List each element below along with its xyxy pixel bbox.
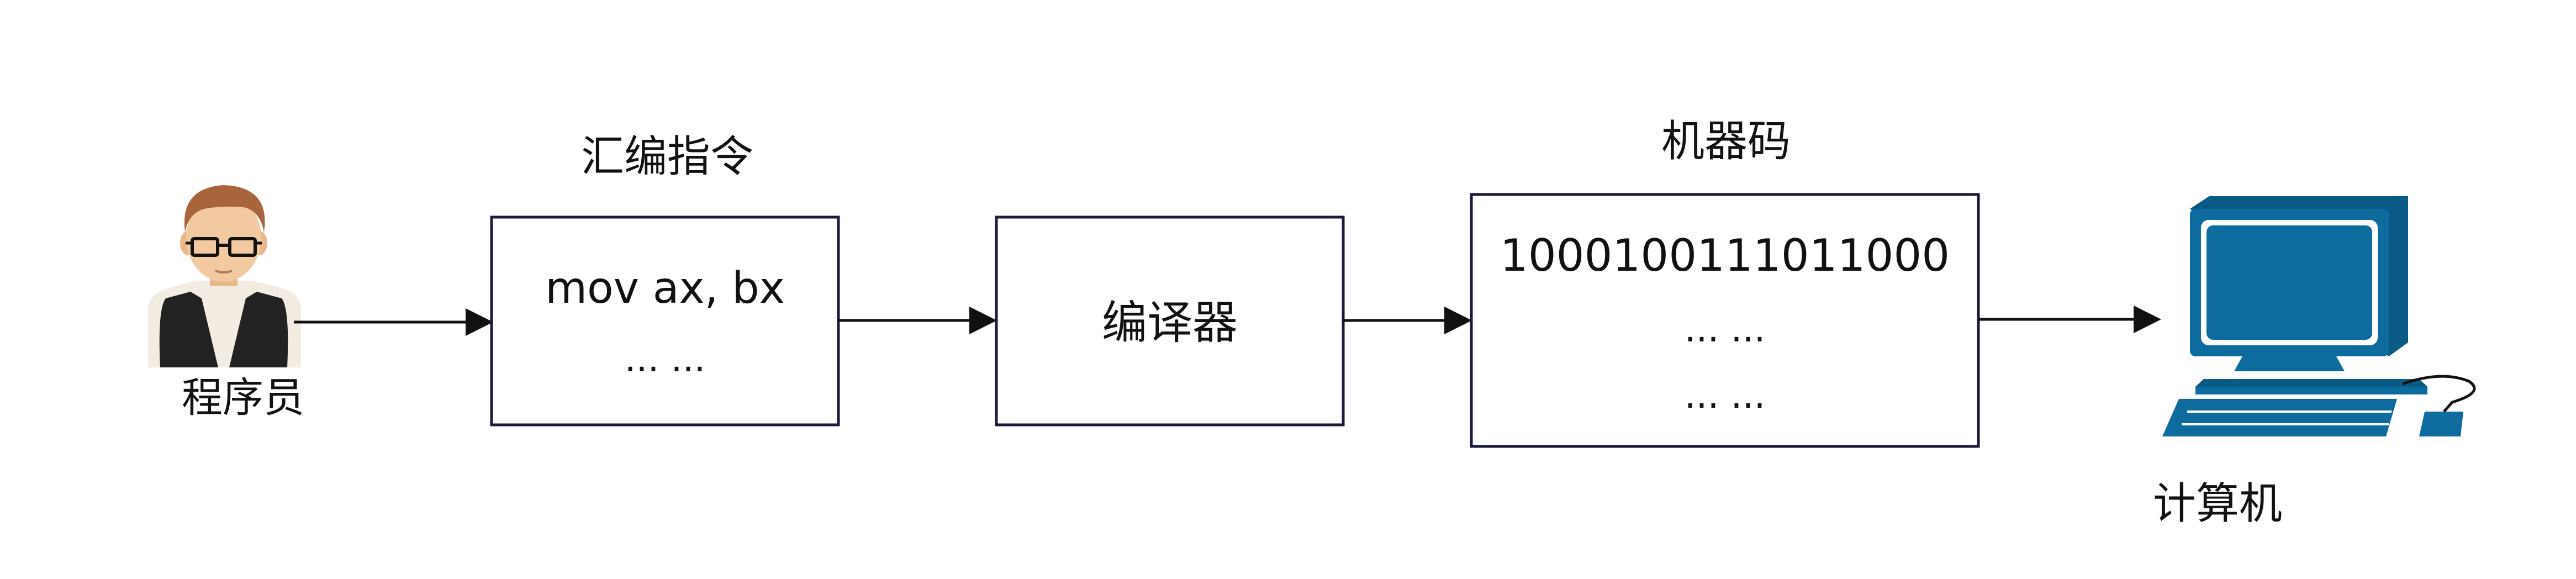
- programmer-label: 程序员: [182, 374, 304, 422]
- assembly-heading: 汇编指令: [581, 132, 753, 182]
- machine-code-line-1: 1000100111011000: [1500, 230, 1950, 281]
- computer-label: 计算机: [2153, 479, 2282, 529]
- compiler-label: 编译器: [1102, 297, 1238, 349]
- assembly-box: [490, 215, 840, 427]
- machine-code-line-3: ... ...: [1685, 374, 1766, 417]
- computer-icon: [2162, 196, 2476, 436]
- machine-code-line-2: ... ...: [1685, 308, 1766, 350]
- machine-code-heading: 机器码: [1661, 117, 1791, 166]
- compiler-box: [995, 215, 1345, 427]
- programmer-icon: [148, 185, 301, 367]
- assembly-line-2: ... ...: [625, 338, 706, 380]
- assembly-line-1: mov ax, bx: [545, 264, 785, 313]
